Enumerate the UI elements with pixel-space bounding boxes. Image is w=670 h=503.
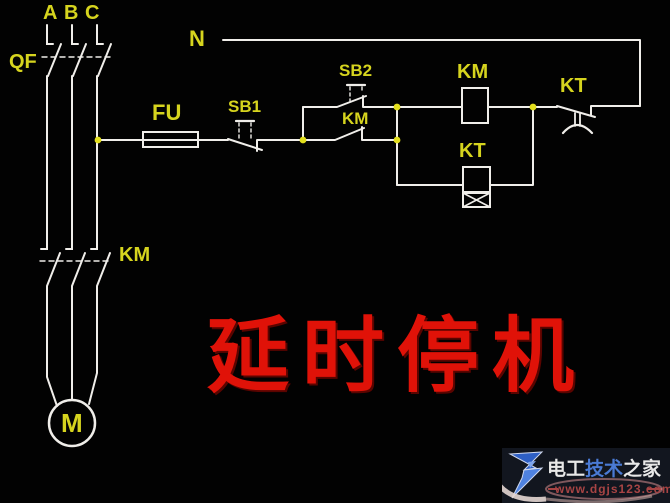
sb1-label: SB1 bbox=[228, 97, 262, 116]
junction-dot bbox=[393, 103, 401, 111]
neutral-line bbox=[222, 39, 641, 107]
junction-dot bbox=[94, 136, 102, 144]
branch-wires bbox=[302, 106, 398, 186]
km-aux-label: KM bbox=[342, 109, 369, 128]
phase-line-a bbox=[40, 24, 62, 407]
junction-dot bbox=[299, 136, 307, 144]
junction-dot bbox=[393, 136, 401, 144]
km-coil-label: KM bbox=[457, 61, 489, 83]
sb2-label: SB2 bbox=[339, 61, 373, 80]
site-name: 电工技术之家 bbox=[547, 454, 661, 481]
sb1-stop-button bbox=[227, 119, 304, 152]
phase-line-b bbox=[65, 24, 87, 400]
watermark-graphics bbox=[502, 451, 663, 503]
fuse-fu bbox=[96, 131, 229, 148]
phase-b-label: B bbox=[64, 2, 79, 24]
motor-label: M bbox=[61, 408, 83, 438]
site-url: www.dgjs123.com bbox=[555, 482, 670, 496]
site-name-part2: 技术 bbox=[585, 459, 624, 480]
km-aux-contact bbox=[302, 126, 398, 141]
motor-symbol bbox=[47, 398, 97, 448]
phase-a-label: A bbox=[43, 2, 58, 24]
site-name-part1: 电工 bbox=[547, 459, 586, 480]
sb2-start-button bbox=[302, 83, 398, 108]
junction-dots bbox=[94, 103, 537, 144]
kt-coil bbox=[396, 106, 534, 208]
watermark: 电工技术之家 www.dgjs123.com bbox=[502, 448, 670, 503]
brand-logo-icon bbox=[508, 451, 544, 499]
kt-delay-contact bbox=[532, 105, 641, 135]
km-main-label: KM bbox=[119, 244, 151, 266]
fuse-label: FU bbox=[152, 100, 182, 125]
kt-contact-label: KT bbox=[560, 75, 587, 97]
neutral-label: N bbox=[189, 26, 205, 51]
qf-breaker-label: QF bbox=[9, 51, 37, 73]
swoosh-decoration bbox=[502, 478, 663, 503]
km-coil bbox=[396, 87, 534, 124]
kt-coil-label: KT bbox=[459, 140, 486, 162]
junction-dot bbox=[529, 103, 537, 111]
phase-line-c bbox=[88, 24, 112, 405]
page-title: 延时停机 bbox=[207, 311, 588, 402]
phase-c-label: C bbox=[85, 2, 100, 24]
site-name-part3: 之家 bbox=[623, 459, 662, 480]
